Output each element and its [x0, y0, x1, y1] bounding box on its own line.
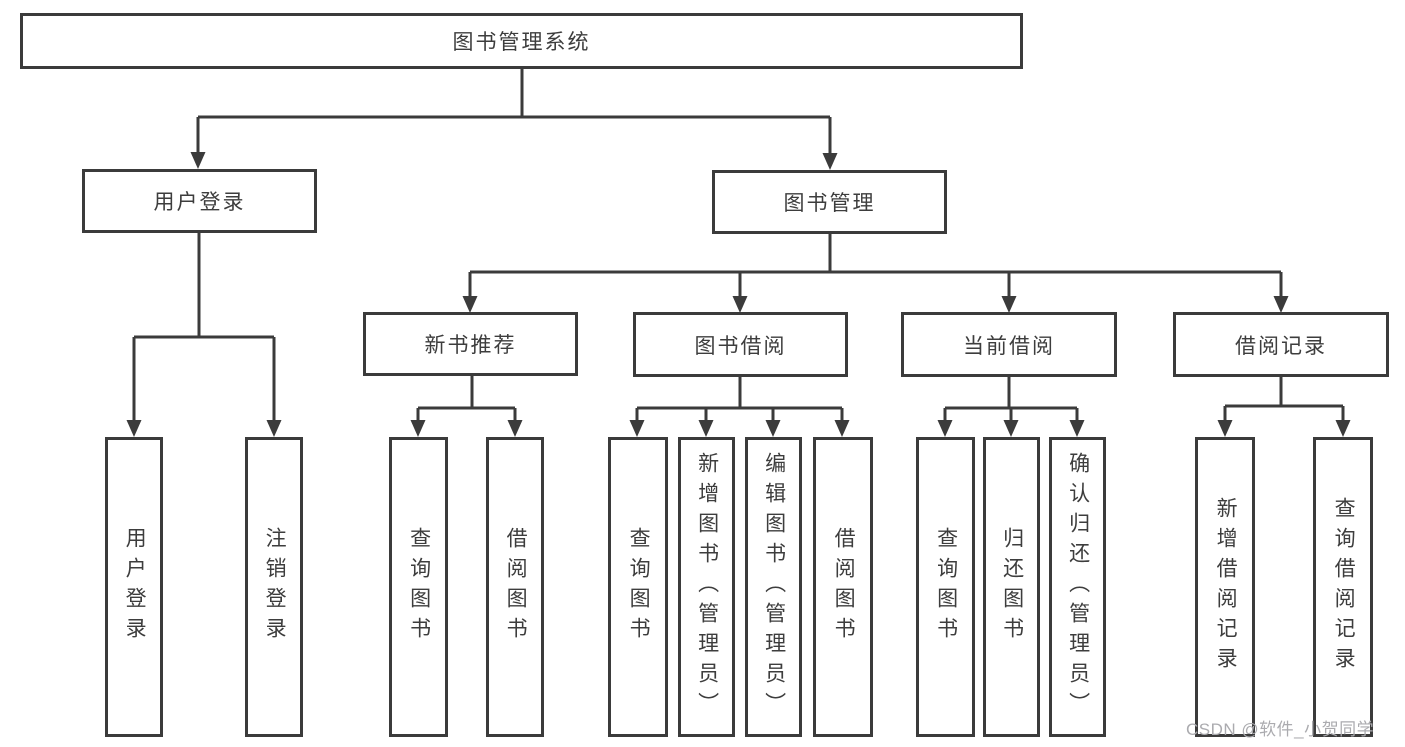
- node-user-login: 用户登录: [82, 169, 317, 233]
- node-root: 图书管理系统: [20, 13, 1023, 69]
- leaf-current-return-book-label: 归还图书: [1000, 527, 1024, 647]
- leaf-borrow-borrow-book: 借阅图书: [813, 437, 873, 737]
- node-current-borrow: 当前借阅: [901, 312, 1117, 377]
- leaf-records-add-record-label: 新增借阅记录: [1214, 497, 1238, 677]
- leaf-logout-label: 注销登录: [263, 527, 287, 647]
- node-user-login-label: 用户登录: [153, 191, 246, 214]
- leaf-newbooks-query-books: 查询图书: [389, 437, 448, 737]
- leaf-borrow-query-books: 查询图书: [608, 437, 668, 737]
- leaf-current-query-books-label: 查询图书: [934, 527, 958, 647]
- leaf-current-confirm-return-label: 确认归还（管理员）: [1066, 452, 1090, 722]
- leaf-newbooks-borrow-books: 借阅图书: [486, 437, 544, 737]
- leaf-borrow-edit-book-label: 编辑图书（管理员）: [762, 452, 786, 722]
- leaf-current-confirm-return: 确认归还（管理员）: [1049, 437, 1106, 737]
- leaf-borrow-borrow-book-label: 借阅图书: [832, 527, 856, 647]
- node-borrow-records: 借阅记录: [1173, 312, 1389, 377]
- node-book-management-label: 图书管理: [783, 192, 876, 215]
- leaf-records-query-record-label: 查询借阅记录: [1332, 497, 1356, 677]
- leaf-user-login-label: 用户登录: [123, 527, 147, 647]
- leaf-logout: 注销登录: [245, 437, 303, 737]
- watermark: CSDN @软件_小贺同学: [1186, 720, 1375, 739]
- leaf-user-login: 用户登录: [105, 437, 163, 737]
- leaf-current-query-books: 查询图书: [916, 437, 975, 737]
- leaf-newbooks-query-books-label: 查询图书: [407, 527, 431, 647]
- leaf-borrow-edit-book: 编辑图书（管理员）: [745, 437, 802, 737]
- leaf-borrow-query-books-label: 查询图书: [627, 527, 651, 647]
- leaf-records-query-record: 查询借阅记录: [1313, 437, 1373, 737]
- leaf-current-return-book: 归还图书: [983, 437, 1040, 737]
- node-book-management: 图书管理: [712, 170, 947, 234]
- node-current-borrow-label: 当前借阅: [963, 334, 1055, 358]
- node-new-book-recommend: 新书推荐: [363, 312, 578, 376]
- leaf-newbooks-borrow-books-label: 借阅图书: [504, 527, 528, 647]
- node-borrow-records-label: 借阅记录: [1235, 334, 1327, 358]
- leaf-records-add-record: 新增借阅记录: [1195, 437, 1255, 737]
- node-new-book-recommend-label: 新书推荐: [424, 334, 517, 357]
- leaf-borrow-add-book-label: 新增图书（管理员）: [695, 452, 719, 722]
- leaf-borrow-add-book: 新增图书（管理员）: [678, 437, 735, 737]
- node-book-borrow: 图书借阅: [633, 312, 848, 377]
- node-book-borrow-label: 图书借阅: [694, 334, 787, 358]
- node-root-label: 图书管理系统: [452, 31, 591, 54]
